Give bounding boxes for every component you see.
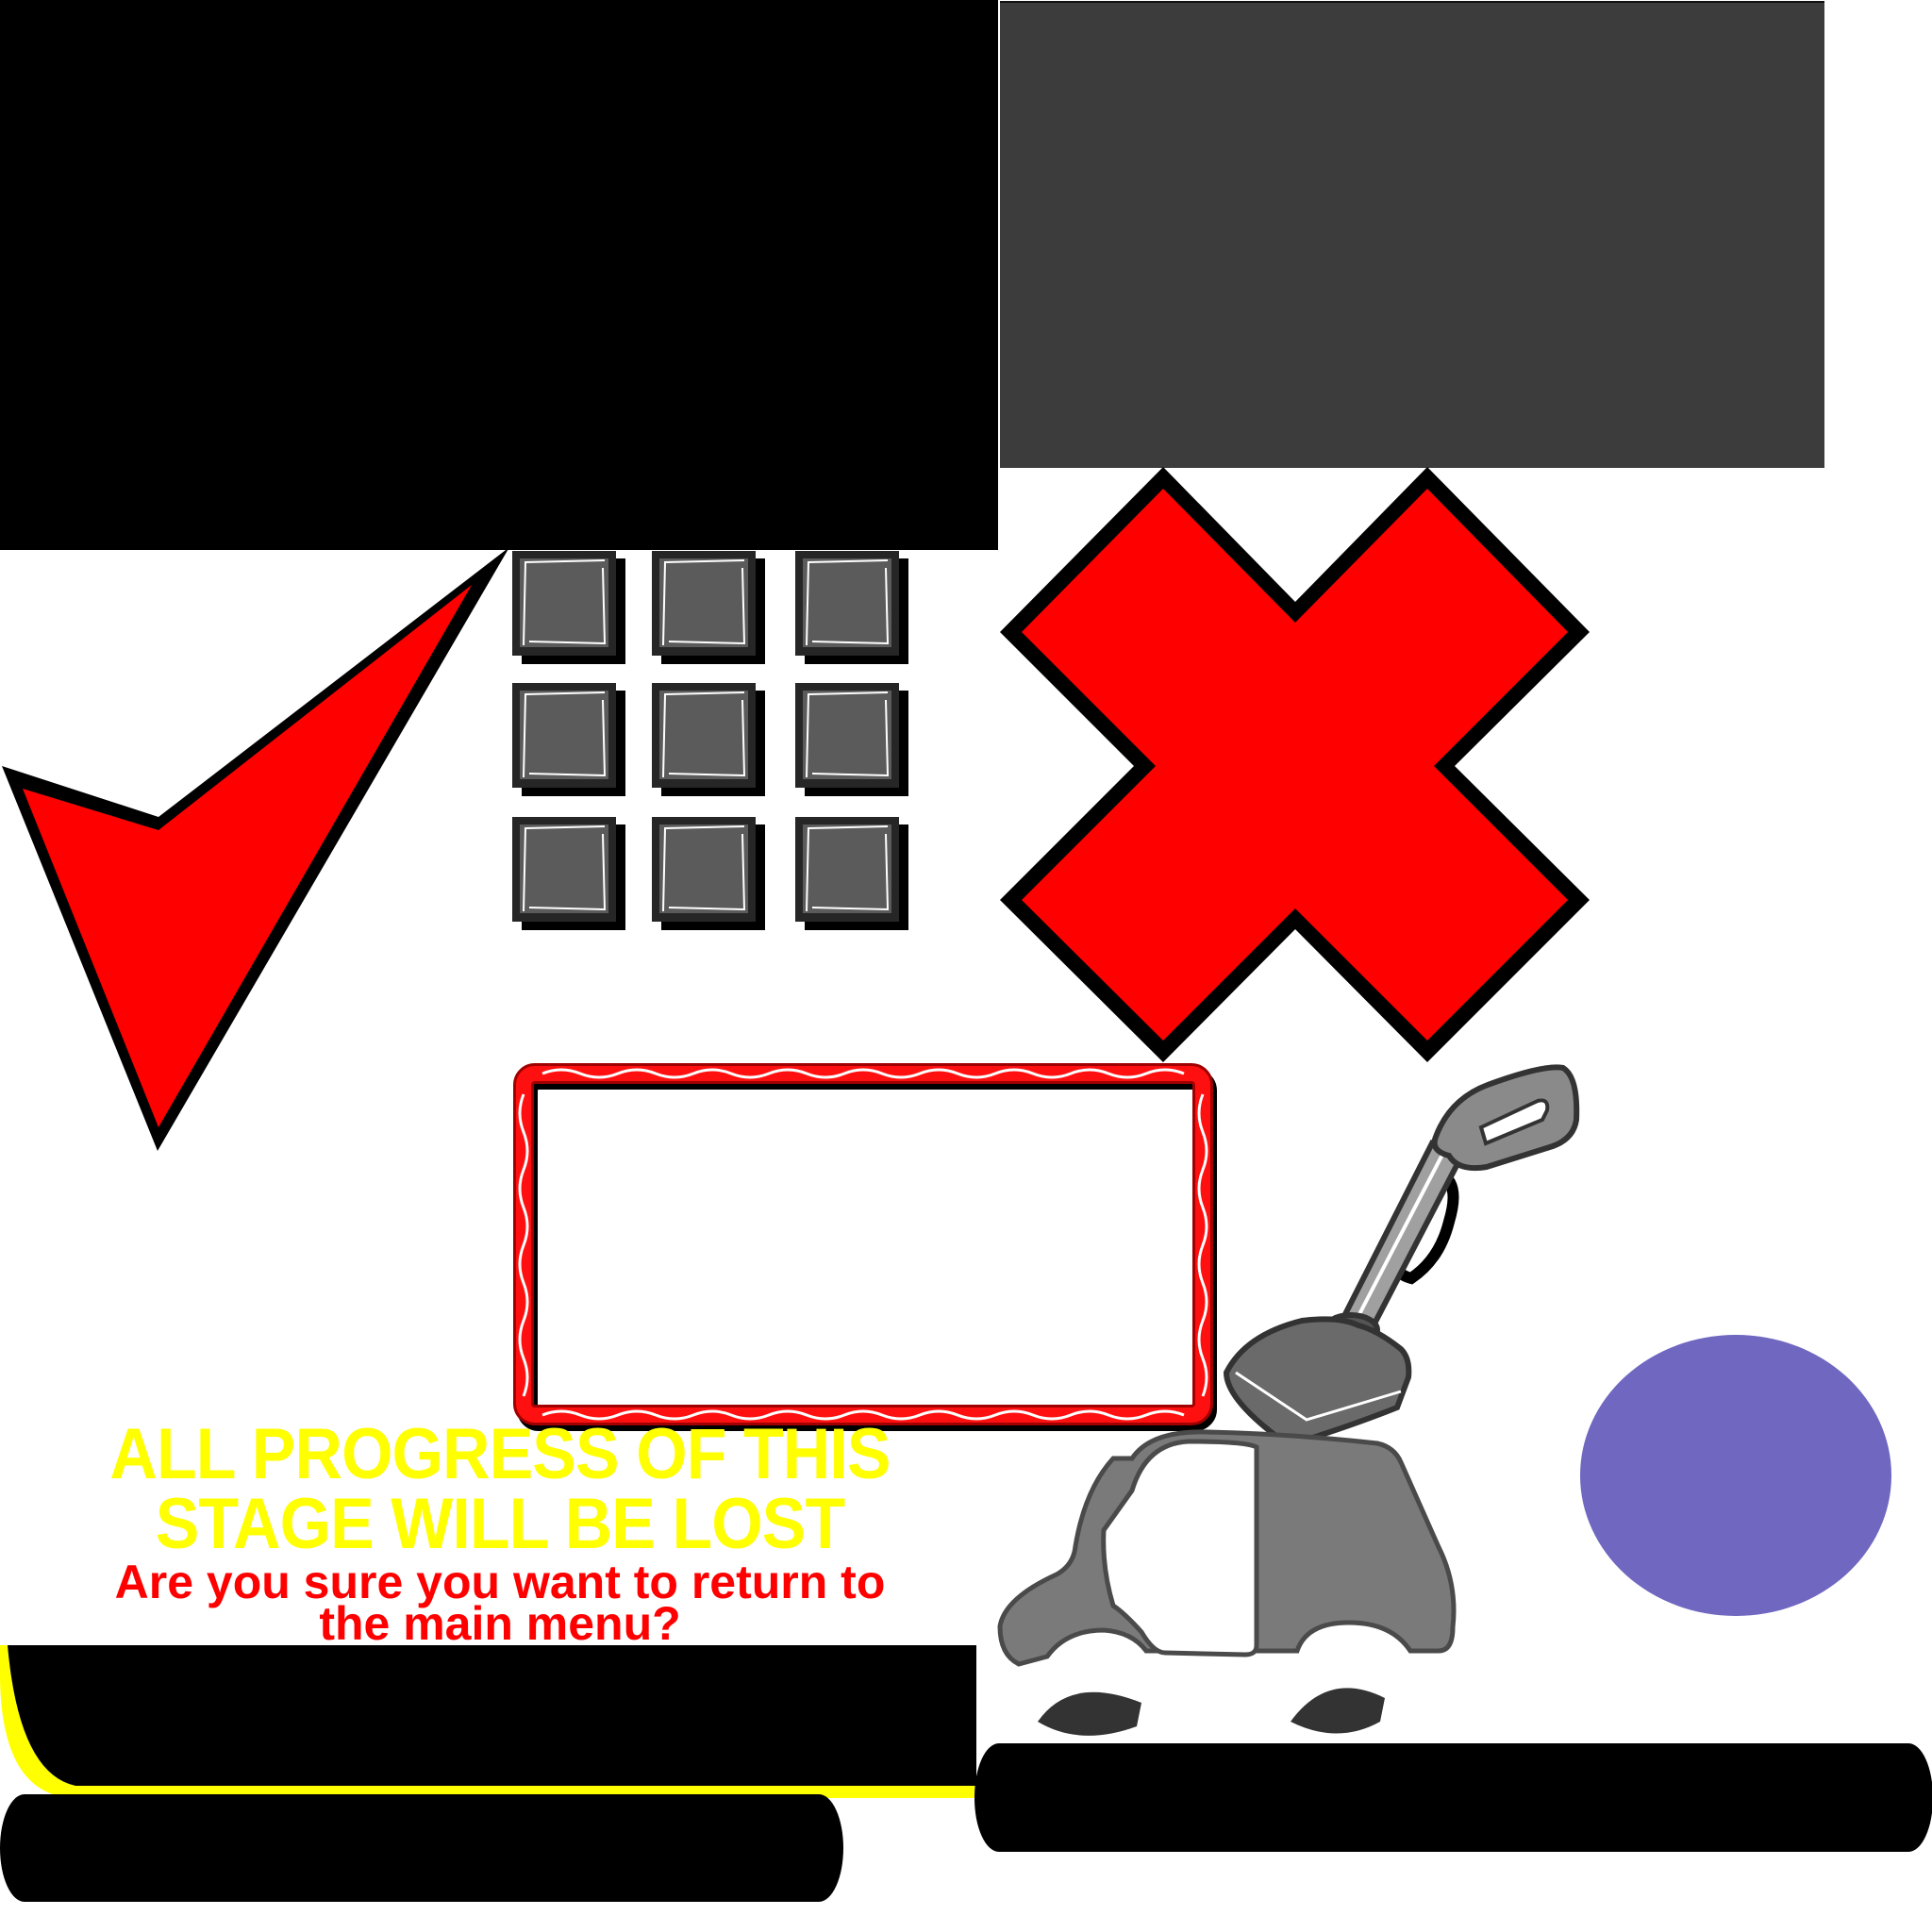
grid-tile[interactable] (652, 683, 765, 796)
grid-tile[interactable] (512, 683, 625, 796)
tile-grid (512, 551, 908, 930)
black-panel (0, 0, 998, 550)
grid-tile[interactable] (652, 817, 765, 930)
grid-tile[interactable] (795, 551, 908, 664)
vacuum-cleaner-icon (1223, 1064, 1580, 1449)
purple-circle (1580, 1335, 1891, 1616)
grid-tile[interactable] (652, 551, 765, 664)
warning-title: ALL PROGRESS OF THIS STAGE WILL BE LOST (40, 1414, 959, 1564)
car-icon (997, 1429, 1457, 1736)
dark-gray-panel (1000, 1, 1824, 468)
check-mark-icon[interactable] (2, 547, 509, 1151)
confirm-question: Are you sure you want to return to the m… (0, 1556, 1000, 1650)
warning-line-1: ALL PROGRESS OF THIS (109, 1414, 891, 1494)
question-line-2: the main menu? (319, 1597, 681, 1650)
question-line-1: Are you sure you want to return to (114, 1556, 886, 1608)
close-x-icon[interactable] (1000, 467, 1590, 1062)
black-pill-button-wide[interactable] (974, 1743, 1932, 1852)
grid-tile[interactable] (795, 683, 908, 796)
grid-tile[interactable] (512, 551, 625, 664)
yellow-edge-button[interactable] (0, 1645, 976, 1798)
grid-tile[interactable] (512, 817, 625, 930)
grid-tile[interactable] (795, 817, 908, 930)
black-pill-button[interactable] (0, 1794, 843, 1902)
warning-line-2: STAGE WILL BE LOST (155, 1484, 845, 1564)
rope-frame (513, 1063, 1217, 1431)
